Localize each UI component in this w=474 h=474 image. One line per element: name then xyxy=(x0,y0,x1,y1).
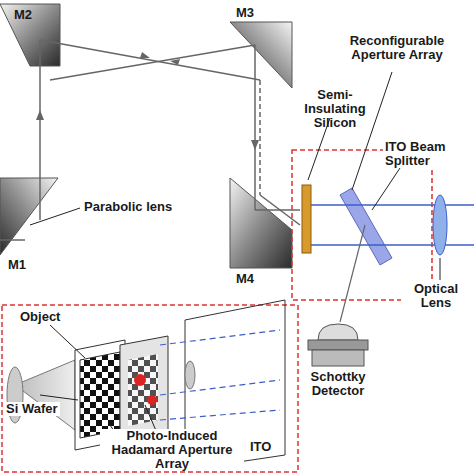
part-label: Semi-Insulating Silicon xyxy=(296,88,374,130)
part-label: ITO Beam Splitter xyxy=(383,140,471,168)
part-label: Si Wafer xyxy=(4,402,60,416)
part-label: Object xyxy=(20,310,60,324)
part-label: M1 xyxy=(8,258,26,272)
leader-line xyxy=(30,72,440,280)
detector-symbol xyxy=(308,324,368,366)
part-label: Schottky Detector xyxy=(298,370,378,398)
inset-illustration xyxy=(7,300,285,470)
silicon-wafer xyxy=(302,185,311,253)
part-label: Reconfigurable Aperture Array xyxy=(332,34,462,62)
inset-frame xyxy=(2,305,298,472)
part-label: ITO xyxy=(248,440,273,454)
part-label: Optical Lens xyxy=(401,282,471,310)
part-label: M3 xyxy=(236,6,254,20)
beam-path xyxy=(340,225,365,322)
beam-path xyxy=(311,205,474,245)
part-label: M2 xyxy=(14,8,32,22)
mirror xyxy=(0,4,292,268)
inset-frame xyxy=(292,150,432,300)
part-label: Photo-Induced Hadamard Aperture Array xyxy=(100,429,244,471)
leader-line xyxy=(40,325,160,440)
part-label: M4 xyxy=(236,272,254,286)
optical-lens xyxy=(433,195,447,255)
part-label: Parabolic lens xyxy=(82,200,174,214)
beam-splitter xyxy=(340,188,392,265)
arrowhead xyxy=(36,52,259,150)
beam-path xyxy=(0,40,300,240)
